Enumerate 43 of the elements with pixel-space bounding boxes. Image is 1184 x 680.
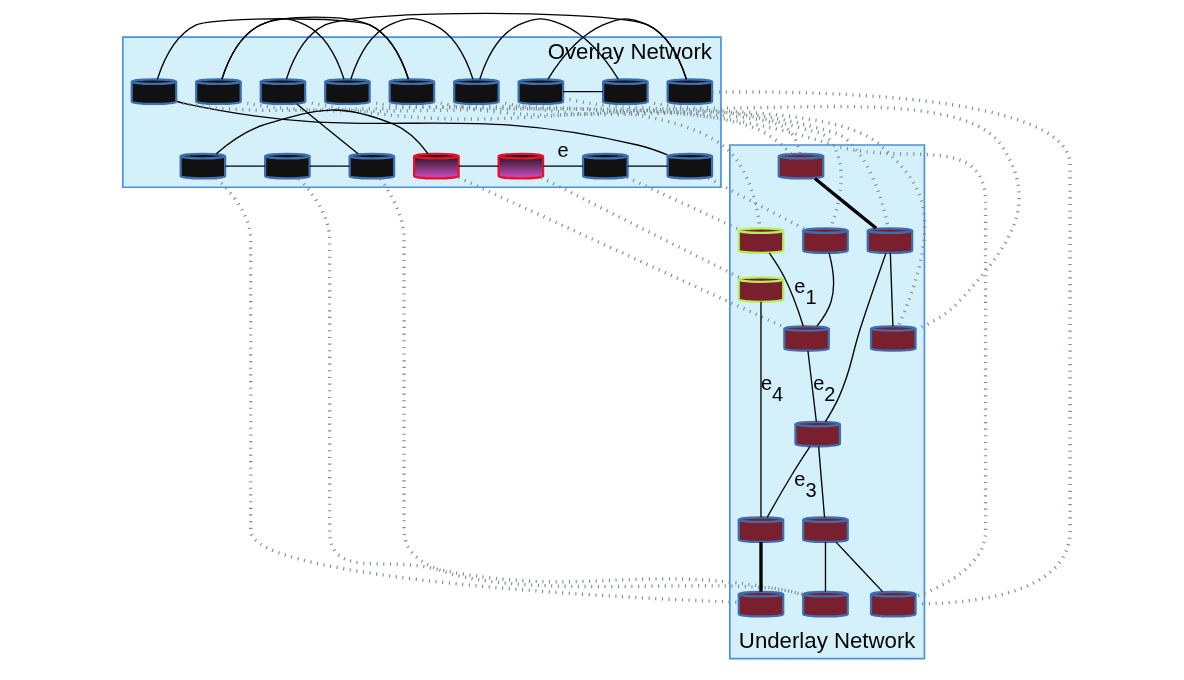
connector xyxy=(627,165,669,167)
connector xyxy=(768,251,804,327)
connector xyxy=(766,445,811,518)
connector xyxy=(224,165,266,167)
connector xyxy=(458,165,500,167)
connector xyxy=(835,540,884,592)
connector xyxy=(433,99,843,229)
connector xyxy=(540,175,742,280)
edge-label: e xyxy=(557,138,569,161)
connector xyxy=(350,17,474,80)
connector xyxy=(816,251,835,327)
connector xyxy=(542,165,584,167)
connector xyxy=(215,176,739,604)
connector xyxy=(707,176,806,231)
connector xyxy=(298,177,804,596)
connector xyxy=(889,251,894,327)
connector xyxy=(379,177,804,596)
connector xyxy=(221,17,345,80)
connector xyxy=(156,17,410,80)
connector xyxy=(759,541,763,592)
connector xyxy=(647,99,1021,331)
connector xyxy=(309,165,351,167)
connector xyxy=(562,90,604,92)
connector xyxy=(824,252,887,422)
connector xyxy=(760,300,762,518)
connector xyxy=(479,17,619,80)
connector xyxy=(807,349,817,422)
connector xyxy=(562,95,927,327)
connector xyxy=(824,540,827,592)
connector xyxy=(813,176,878,230)
connector xyxy=(240,99,793,155)
connector xyxy=(498,99,890,229)
connector xyxy=(296,102,359,154)
connector xyxy=(712,89,1072,605)
connector xyxy=(626,175,740,231)
connector xyxy=(285,12,688,80)
connector xyxy=(817,445,826,518)
connector xyxy=(369,99,802,154)
connector xyxy=(215,108,429,155)
connector xyxy=(304,99,988,598)
connector xyxy=(221,16,410,80)
connector xyxy=(458,175,785,329)
connector xyxy=(175,100,669,156)
